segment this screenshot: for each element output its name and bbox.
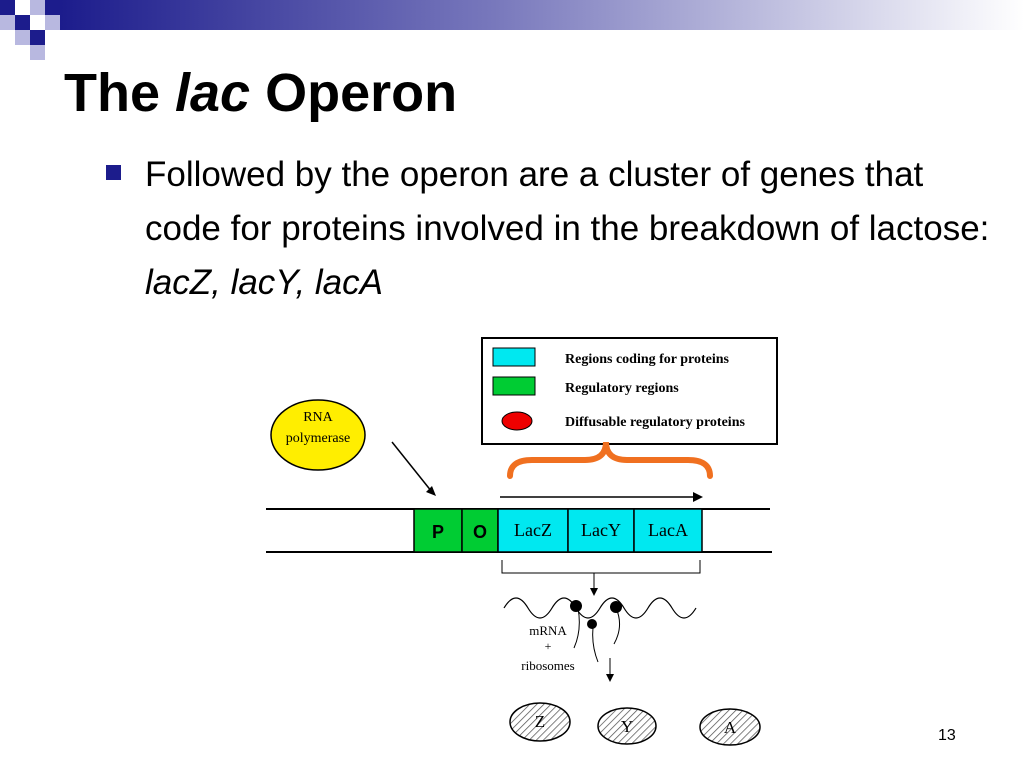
mrna-bracket: [501, 560, 701, 574]
bullet-text: Followed by the operon are a cluster of …: [145, 148, 1005, 310]
protein-z-label: Z: [535, 712, 545, 731]
coding-bracket: [507, 441, 713, 479]
region-promoter: [413, 508, 463, 553]
banner-graphic: [0, 0, 1024, 60]
region-operator-label: O: [473, 522, 487, 542]
legend-regulatory-label: Regulatory regions: [565, 381, 679, 396]
polypeptide-3: [613, 607, 620, 645]
slide-banner: [0, 0, 1024, 60]
protein-y-label: Y: [621, 717, 633, 736]
protein-a-label: A: [724, 718, 737, 737]
plus-label: +: [545, 639, 552, 653]
mrna-strand: [503, 597, 697, 619]
protein-a: [699, 708, 761, 746]
bullet-italic-genes: lacZ, lacY, lacA: [145, 263, 383, 302]
legend-diffusable-swatch: [501, 411, 533, 431]
legend-coding-label: Regions coding for proteins: [565, 352, 730, 367]
ribosome-2: [587, 619, 597, 629]
bullet-plain-text: Followed by the operon are a cluster of …: [145, 155, 990, 248]
rna-polymerase-label-1: RNA: [303, 410, 333, 425]
mrna-arrowhead: [590, 588, 598, 596]
region-promoter-label: P: [432, 522, 444, 542]
lac-operon-diagram: Regions coding for proteins Regulatory r…: [266, 337, 778, 746]
title-pre: The: [64, 63, 176, 123]
rna-polymerase-blob: [270, 399, 366, 471]
protein-y: [597, 707, 657, 745]
bullet-square-icon: [106, 165, 121, 180]
protein-arrowhead: [606, 674, 614, 682]
slide-title: The lac Operon: [64, 62, 457, 124]
protein-z: [509, 702, 571, 742]
mrna-label: mRNA: [529, 623, 567, 638]
polymerase-arrow: [391, 441, 433, 493]
title-italic: lac: [175, 63, 251, 123]
title-post: Operon: [250, 63, 458, 123]
legend-regulatory-swatch: [492, 376, 536, 396]
region-lacy: [567, 508, 635, 553]
polypeptide-1: [573, 607, 580, 649]
ribosomes-label: ribosomes: [521, 658, 574, 673]
region-lacz-label: LacZ: [514, 520, 552, 540]
ribosome-1: [570, 600, 582, 612]
legend-diffusable-label: Diffusable regulatory proteins: [565, 415, 745, 430]
region-laca-label: LacA: [648, 520, 688, 540]
page-number: 13: [938, 727, 956, 744]
region-laca: [633, 508, 703, 553]
legend-coding-swatch: [492, 347, 536, 367]
polymerase-arrowhead: [426, 486, 436, 496]
rna-polymerase-label-2: polymerase: [286, 431, 351, 446]
transcription-arrowhead: [693, 492, 703, 502]
region-operator: [461, 508, 499, 553]
ribosome-3: [610, 601, 622, 613]
region-lacy-label: LacY: [581, 520, 621, 540]
